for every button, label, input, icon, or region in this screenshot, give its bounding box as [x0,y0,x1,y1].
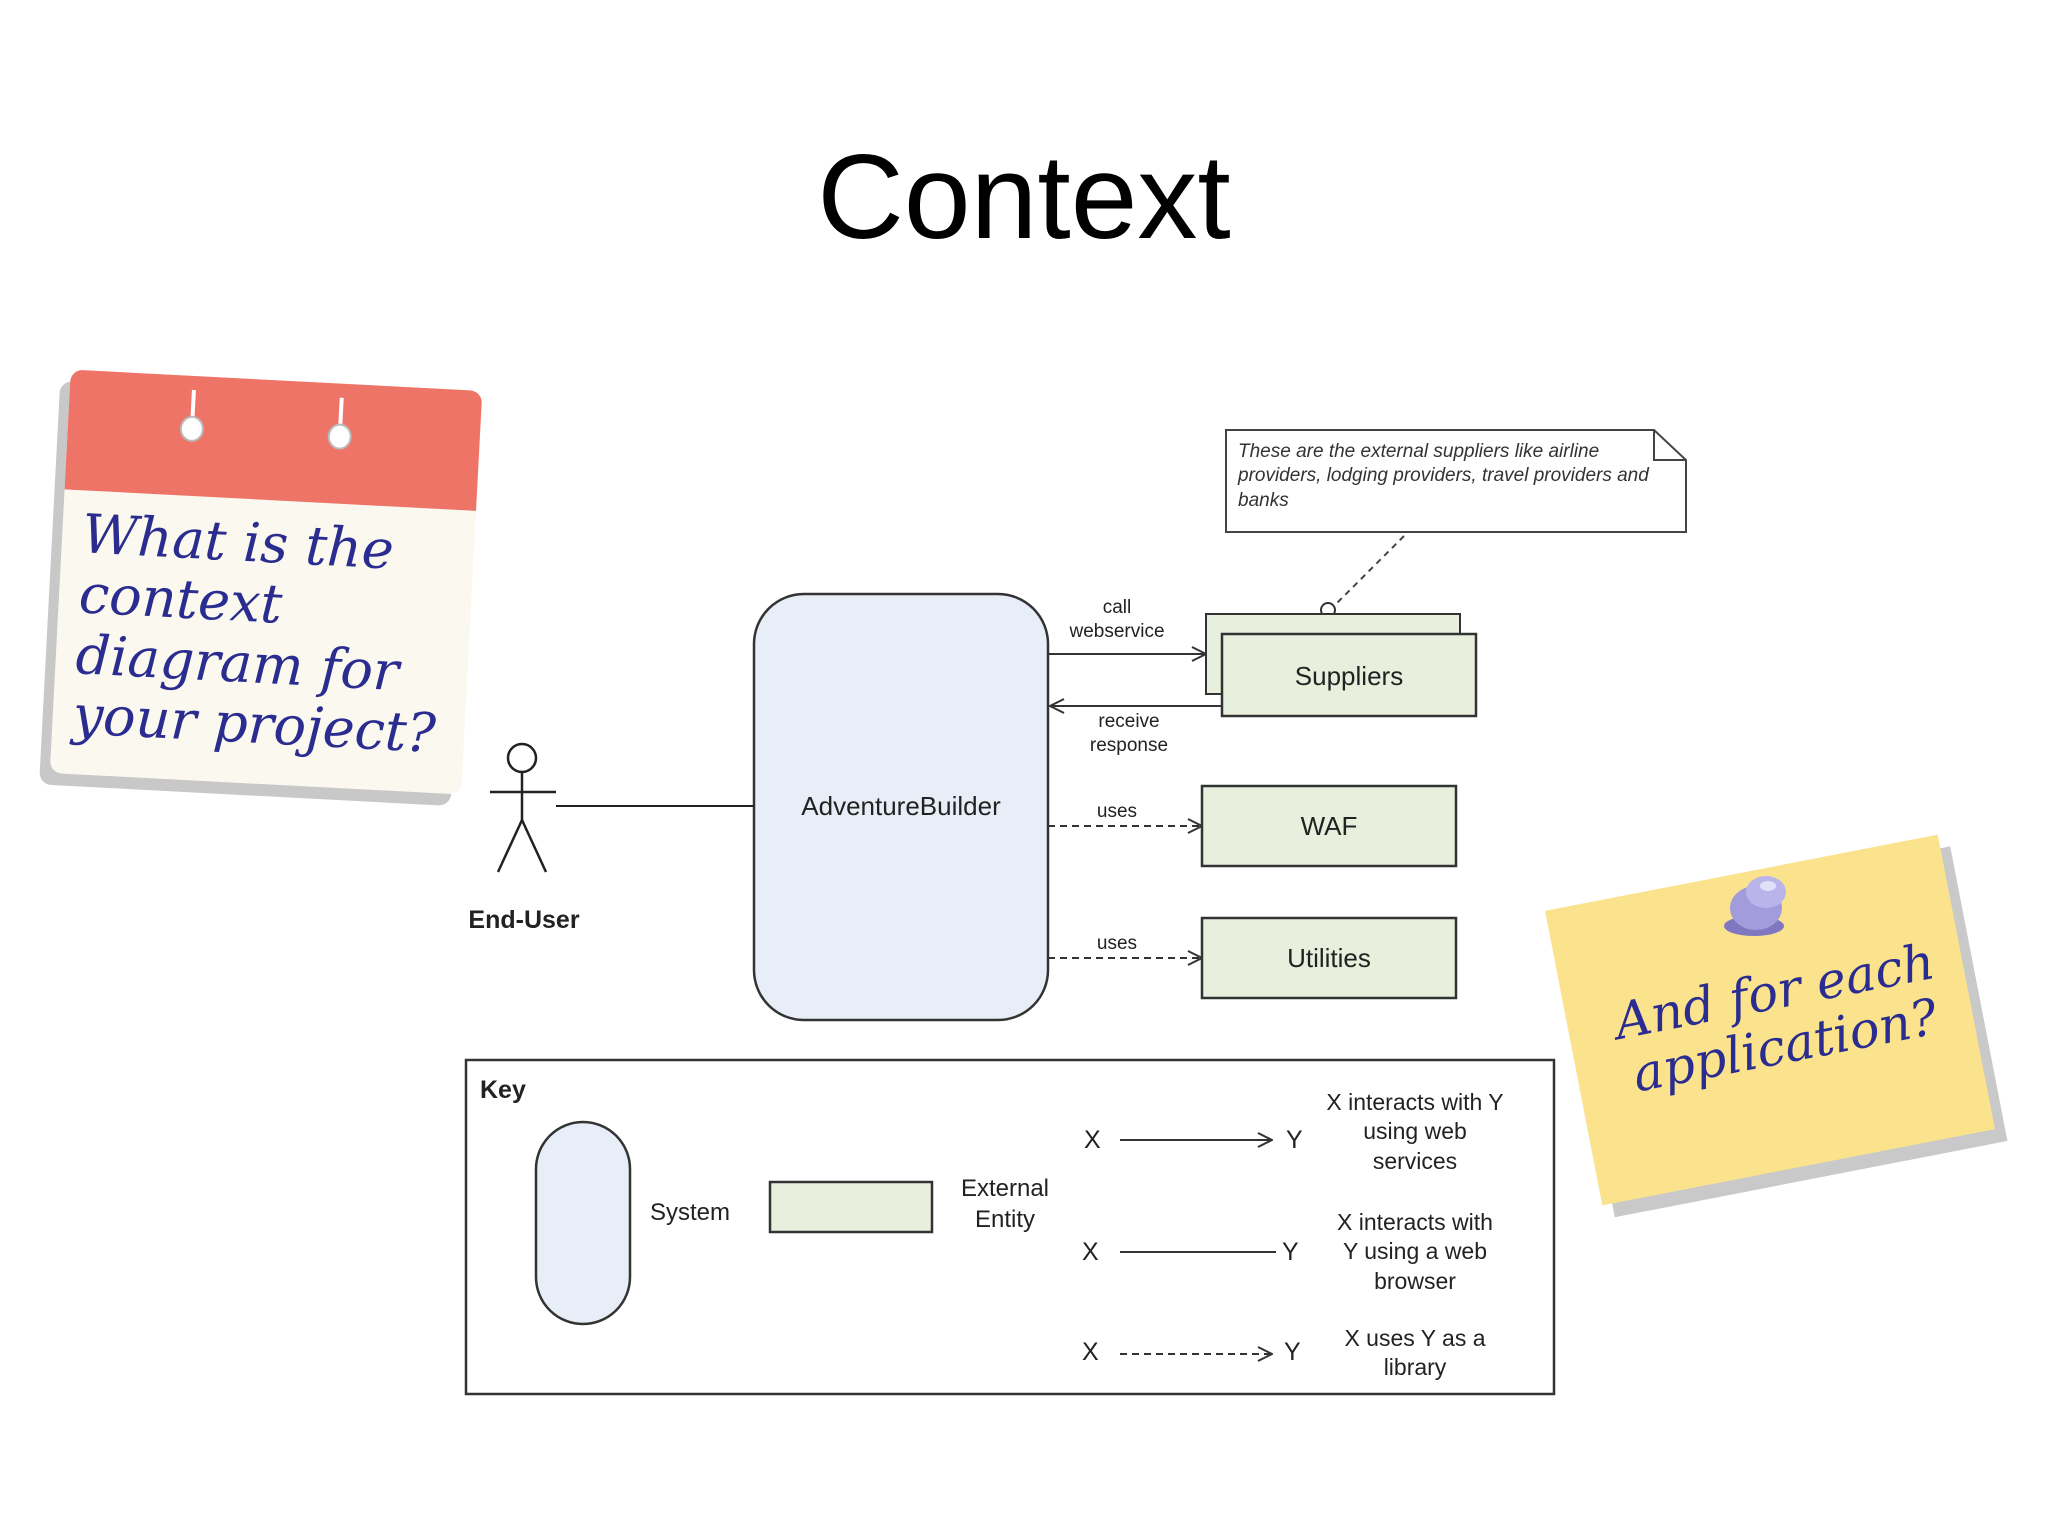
key-row2-x: X [1082,1238,1099,1266]
key-row1-x: X [1084,1126,1101,1154]
key-box [464,1058,1556,1396]
utilities-label: Utilities [1287,943,1371,973]
call-webservice-label: call webservice [1069,597,1165,643]
waf-label: WAF [1300,811,1358,841]
suppliers-label: Suppliers [1294,661,1404,691]
system-label: AdventureBuilder [801,791,1001,821]
key-row3-description: X uses Y as a library [1344,1325,1486,1381]
key-system-shape [534,1120,632,1326]
actor-end-user [490,742,556,873]
calendar-note: What is the context diagram for your pro… [49,369,483,795]
key-row3-y: Y [1284,1338,1301,1366]
key-system-label: System [650,1199,731,1226]
key-title: Key [480,1076,526,1104]
entity-suppliers [1220,632,1478,718]
key-row2-description: X interacts with Y using a web browser [1337,1209,1493,1294]
annotation-connector [1329,535,1405,611]
key-row3-x: X [1082,1338,1099,1366]
actor-label: End-User [468,906,580,934]
key-row2-y: Y [1282,1238,1299,1266]
uses-utilities-label: uses [1096,933,1138,954]
entity-utilities [1200,916,1458,1000]
calendar-question: What is the context diagram for your pro… [71,502,438,766]
uses-waf-label: uses [1096,801,1138,822]
key-external-entity-label: External Entity [960,1175,1050,1233]
receive-response-label: receive response [1089,711,1169,757]
annotation-note-fold [1653,430,1686,461]
key-row1-description: X interacts with Y using web services [1326,1089,1504,1174]
annotation-note-box [1225,429,1687,533]
key-row1-y: Y [1286,1126,1303,1154]
sticky-question: And for each application? [1610,932,1943,1104]
key-external-entity-shape [768,1180,934,1234]
slide-title: Context [817,130,1231,264]
entity-waf [1200,784,1458,868]
annotation-text: These are the external suppliers like ai… [1238,441,1649,511]
calendar-header [64,369,483,511]
pushpin-icon [1724,876,1786,936]
